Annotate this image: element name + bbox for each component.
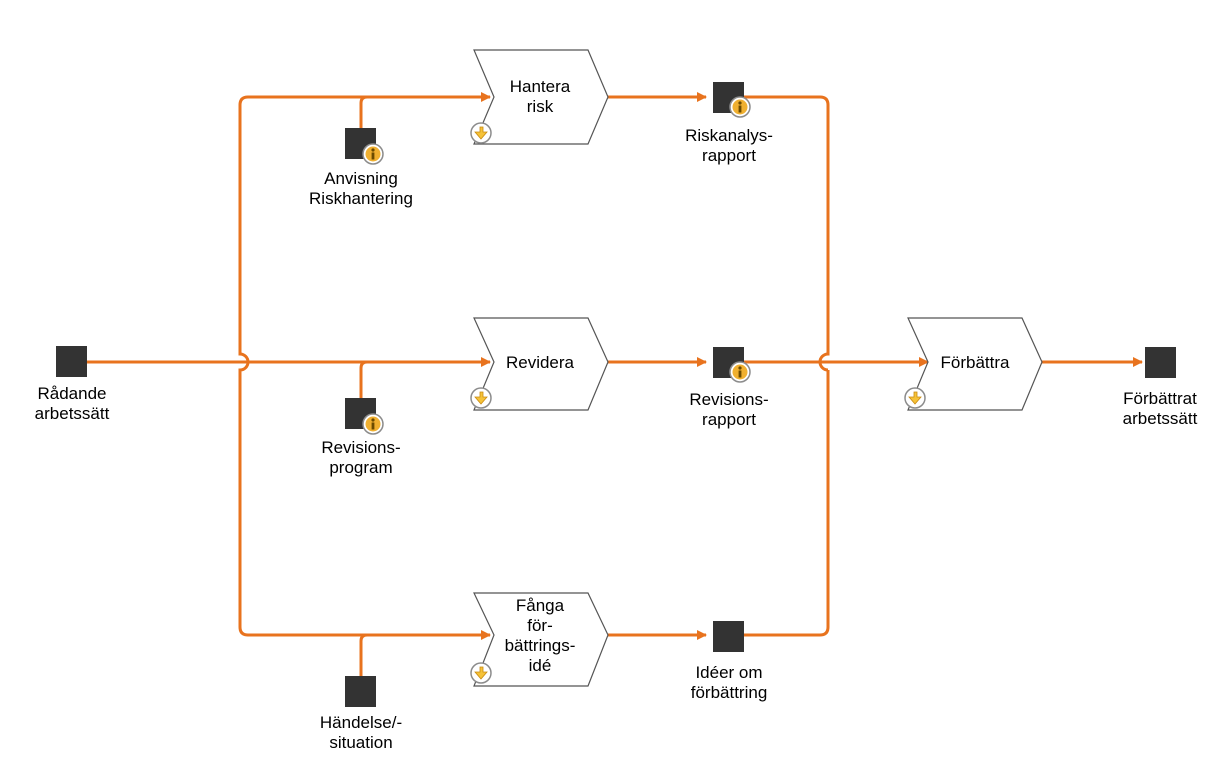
subprocess-icon[interactable] <box>470 662 492 684</box>
flow-lines <box>87 92 1143 676</box>
subprocess-icons <box>470 122 926 684</box>
object-radande-box[interactable] <box>56 346 87 377</box>
process-label-fanga: Fånga för- bättrings- idé <box>504 596 576 675</box>
info-icons <box>362 96 751 435</box>
info-icon[interactable] <box>362 143 384 165</box>
process-hantera-shape[interactable] <box>473 49 609 145</box>
process-shapes <box>473 49 1043 687</box>
flow-handelse-input <box>359 633 368 676</box>
object-label-handelse: Händelse/- situation <box>319 713 403 752</box>
subprocess-icon[interactable] <box>904 387 926 409</box>
object-label-forbattrat: Förbättrat arbetssätt <box>1122 389 1198 428</box>
flow-anvisning-input <box>359 95 368 128</box>
object-label-revprogram: Revisions- program <box>321 438 401 477</box>
object-forbattrat-box[interactable] <box>1145 347 1176 378</box>
flow-revprogram-input <box>359 360 368 398</box>
object-handelse-box[interactable] <box>345 676 376 707</box>
info-icon[interactable] <box>729 96 751 118</box>
process-revidera-shape[interactable] <box>473 317 609 411</box>
process-label-revidera: Revidera <box>505 353 575 372</box>
process-label-hantera: Hantera risk <box>509 77 571 116</box>
object-label-riskanalys: Riskanalys- rapport <box>685 126 773 165</box>
object-label-anvisning: Anvisning Riskhantering <box>309 169 413 208</box>
object-label-radande: Rådande arbetssätt <box>34 384 110 423</box>
object-label-revrapport: Revisions- rapport <box>689 390 769 429</box>
flow-merge-bottom <box>744 370 830 637</box>
object-label-ideer: Idéer om förbättring <box>690 663 768 702</box>
flow-branch-vertical <box>238 92 491 106</box>
object-ideer-box[interactable] <box>713 621 744 652</box>
process-label-forbattra: Förbättra <box>940 353 1010 372</box>
subprocess-icon[interactable] <box>470 387 492 409</box>
process-fanga-shape[interactable] <box>473 592 609 687</box>
info-icon[interactable] <box>362 413 384 435</box>
flow-merge-top <box>744 95 830 372</box>
subprocess-icon[interactable] <box>470 122 492 144</box>
info-icon[interactable] <box>729 361 751 383</box>
process-forbattra-shape[interactable] <box>907 317 1043 411</box>
flow-branch-vertical-line <box>238 105 491 640</box>
